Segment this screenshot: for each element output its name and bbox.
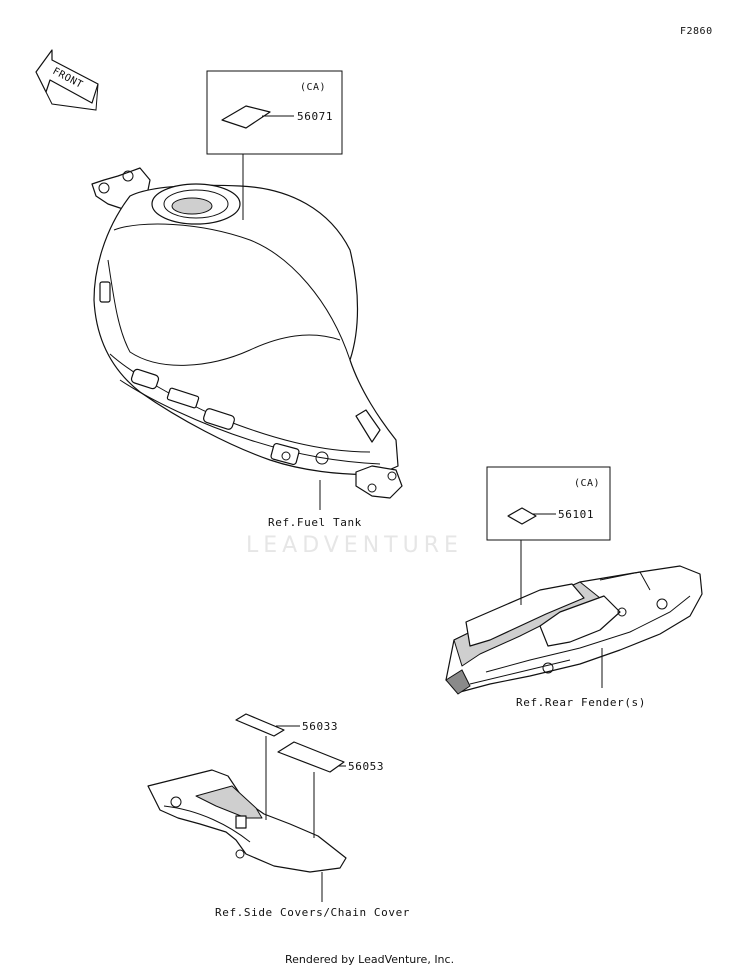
tank-label-callout: (CA) 56071 [206,70,343,220]
tank-label-region: (CA) [300,82,326,93]
tank-label-part-number: 56071 [297,110,333,123]
watermark: LEADVENTURE [246,533,463,558]
cover-label-upper-part-number: 56033 [302,720,338,733]
chain-cover-ref-label: Ref.Side Covers/Chain Cover [215,906,410,919]
fender-label-callout: (CA) 56101 [486,466,611,605]
fuel-tank-ref-label: Ref.Fuel Tank [268,516,362,529]
cover-labels: 56033 56053 [235,713,384,838]
cover-label-lower-part-number: 56053 [348,760,384,773]
fuel-tank [91,167,403,499]
figure-code: F2860 [680,26,713,37]
rear-fender-ref-label: Ref.Rear Fender(s) [516,696,646,709]
tank-label-sticker [221,105,271,129]
fender-label-sticker [507,507,537,525]
fender-label-region: (CA) [574,478,600,489]
footer-credit: Rendered by LeadVenture, Inc. [285,953,454,966]
front-arrow-icon: FRONT [35,49,99,111]
chain-cover [147,769,347,873]
rear-fender [445,565,703,695]
cover-label-lower-sticker [277,741,345,773]
cover-label-upper-sticker [235,713,285,737]
fender-label-part-number: 56101 [558,508,594,521]
